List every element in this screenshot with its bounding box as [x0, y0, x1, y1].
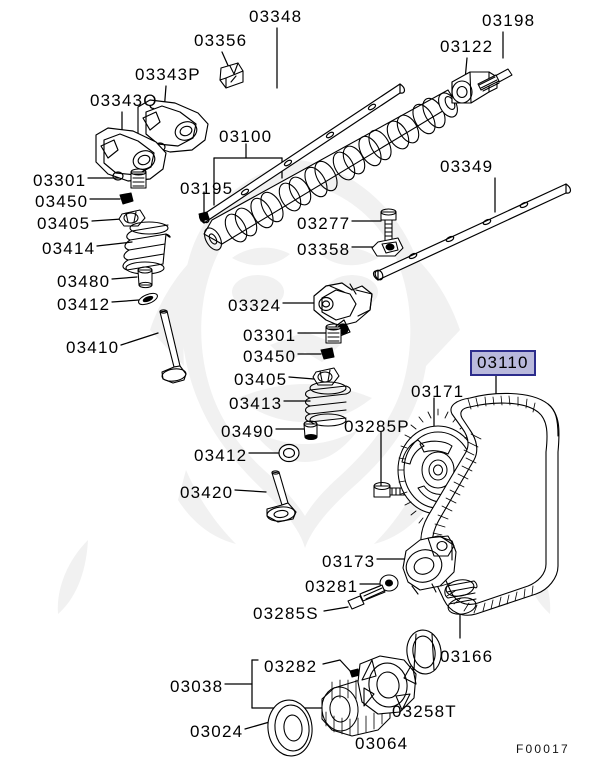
part-label-03281: 03281	[305, 577, 359, 596]
part-label-03450: 03450	[243, 347, 297, 366]
part-label-03122: 03122	[440, 37, 494, 56]
part-label-03064: 03064	[355, 734, 409, 753]
part-label-03405: 03405	[37, 214, 91, 233]
part-label-03173: 03173	[322, 552, 376, 571]
part-label-03420: 03420	[180, 483, 234, 502]
part-label-03038: 03038	[170, 677, 224, 696]
part-label-03301: 03301	[243, 326, 297, 345]
figure-code: F00017	[516, 742, 570, 756]
part-label-03358: 03358	[297, 240, 351, 259]
part-label-03195: 03195	[180, 179, 234, 198]
part-label-03110[interactable]: 03110	[470, 350, 536, 376]
part-label-03412: 03412	[194, 446, 248, 465]
part-label-03277: 03277	[297, 214, 351, 233]
part-label-03324: 03324	[228, 296, 282, 315]
part-label-03343q: 03343Q	[90, 91, 158, 110]
part-label-03356: 03356	[194, 31, 248, 50]
part-label-03258t: 03258T	[392, 702, 457, 721]
part-label-03171: 03171	[411, 382, 465, 401]
part-label-03024: 03024	[190, 722, 244, 741]
part-label-03166: 03166	[440, 647, 494, 666]
part-label-03405: 03405	[234, 370, 288, 389]
part-label-03285p: 03285P	[344, 417, 410, 436]
part-label-03198: 03198	[482, 11, 536, 30]
part-label-03412: 03412	[57, 295, 111, 314]
part-label-03285s: 03285S	[253, 604, 319, 623]
part-label-03100: 03100	[219, 127, 273, 146]
part-label-03450: 03450	[35, 192, 89, 211]
part-label-03490: 03490	[221, 422, 275, 441]
part-label-03410: 03410	[66, 338, 120, 357]
part-label-03348: 03348	[249, 7, 303, 26]
part-label-03480: 03480	[57, 272, 111, 291]
part-label-03349: 03349	[440, 157, 494, 176]
part-label-03301: 03301	[33, 171, 87, 190]
part-label-03343p: 03343P	[135, 65, 201, 84]
part-label-03282: 03282	[264, 657, 318, 676]
part-label-03414: 03414	[42, 239, 96, 258]
part-label-03413: 03413	[229, 394, 283, 413]
